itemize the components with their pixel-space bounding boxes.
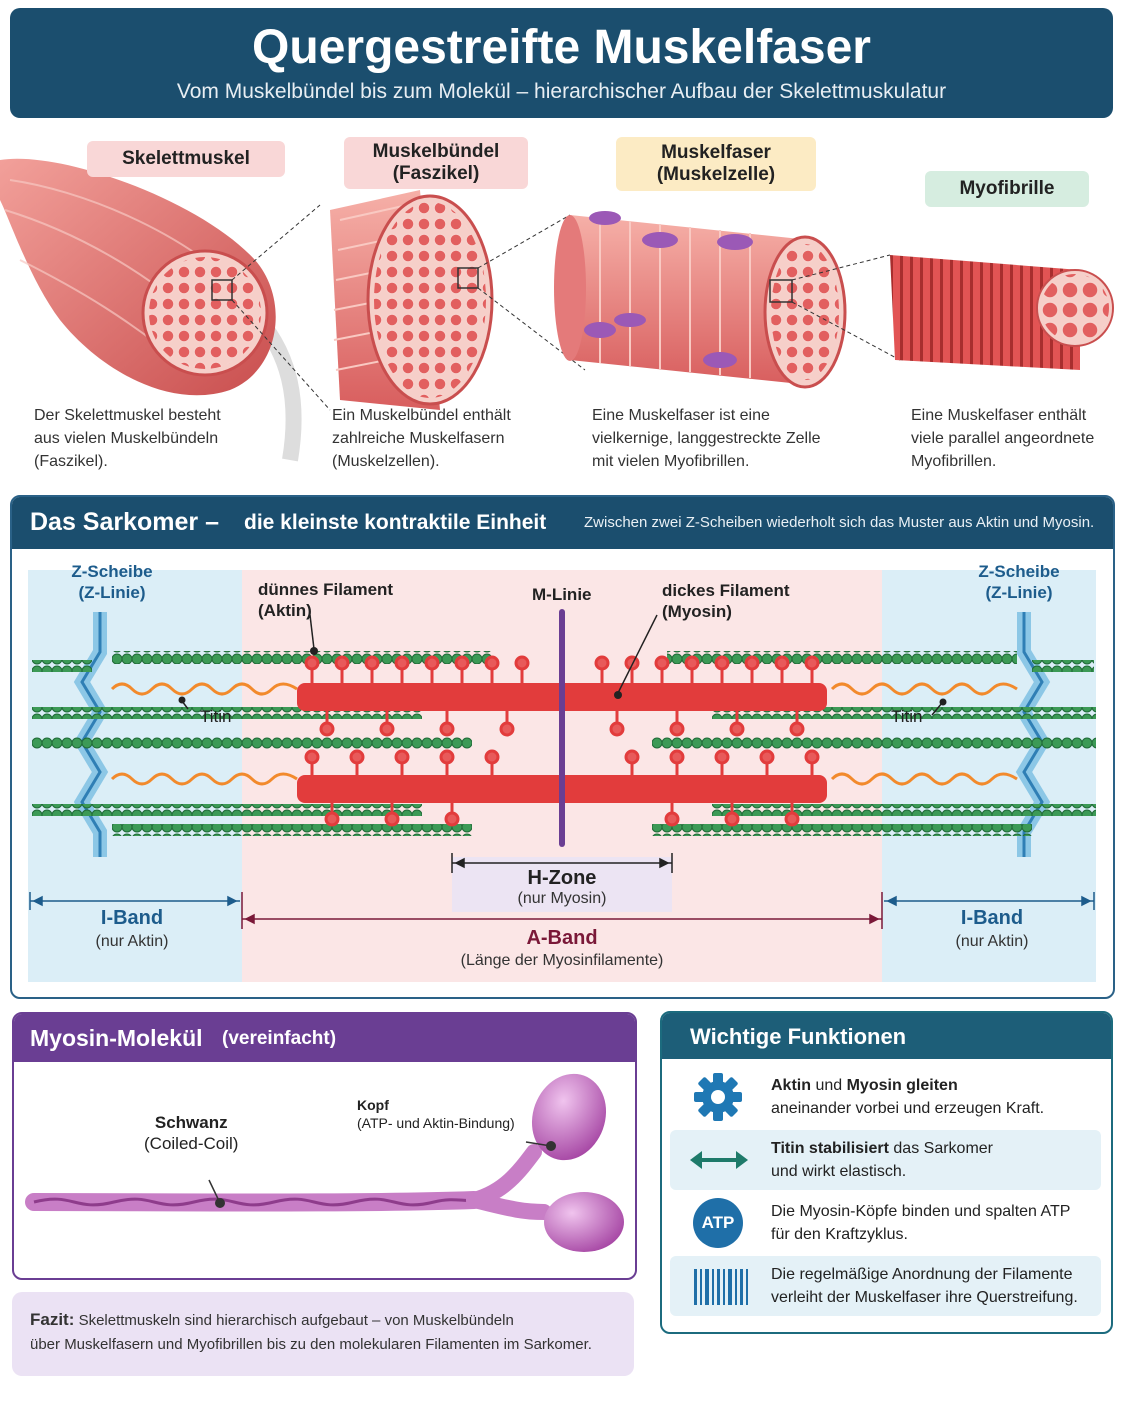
sarcomere-header: Das Sarkomer – die kleinste kontraktile …: [12, 497, 1113, 549]
thick-filament-label: dickes Filament(Myosin): [662, 581, 790, 621]
titin-spring: [110, 682, 298, 696]
functions-header: Wichtige Funktionen: [662, 1013, 1111, 1059]
z-disc-left-label: Z-Scheibe(Z-Linie): [71, 562, 153, 602]
functions-title: Wichtige Funktionen: [690, 1024, 907, 1049]
actin-filament: [652, 737, 1096, 749]
level-label-fascicle: Muskelbündel(Faszikel): [344, 137, 528, 189]
myosin-filament-top: [297, 655, 827, 737]
zoom-box-3: [769, 279, 793, 303]
zoom-box-2: [457, 267, 479, 289]
page-title: Quergestreifte Muskelfaser: [252, 21, 871, 74]
level-label-muscle-fiber: Muskelfaser(Muskelzelle): [616, 137, 816, 191]
actin-filament: [712, 804, 1096, 816]
h-zone-title: H-Zone: [527, 867, 597, 889]
actin-filament: [32, 804, 422, 816]
myosin-title: Myosin-Molekül: [30, 1025, 203, 1051]
myosin-title-suffix: (vereinfacht): [222, 1028, 337, 1049]
header-banner: Quergestreifte Muskelfaser Vom Muskelbün…: [10, 8, 1113, 118]
fazit-text: Fazit: Skelettmuskeln sind hierarchisch …: [30, 1310, 592, 1353]
actin-filament: [652, 824, 1032, 836]
z-disc-right-label: Z-Scheibe(Z-Linie): [978, 562, 1060, 602]
function-item: ATP Die Myosin-Köpfe binden und spalten …: [670, 1193, 1101, 1253]
myosin-head-upper: [531, 1073, 607, 1161]
titin-spring: [110, 772, 298, 786]
actin-filament: [112, 824, 472, 836]
hierarchy-illustration: [0, 158, 1114, 462]
titin-left-label: Titin: [200, 707, 232, 726]
sarcomere-note: Zwischen zwei Z-Scheiben wiederholt sich…: [584, 514, 1095, 531]
function-text: Aktin und Myosin gleiten aneinander vorb…: [771, 1077, 1045, 1117]
sarcomere-title: Das Sarkomer –: [30, 508, 220, 536]
fazit-box: Fazit: Skelettmuskeln sind hierarchisch …: [12, 1292, 634, 1376]
function-item: Titin stabilisiert das Sarkomer und wirk…: [670, 1130, 1101, 1190]
functions-panel: Wichtige Funktionen Aktin und Myosin gle…: [660, 1011, 1113, 1334]
nucleus: [589, 211, 621, 225]
sarcomere-subtitle: die kleinste kontraktile Einheit: [244, 511, 547, 534]
h-zone-bg: [452, 857, 672, 912]
z-disc-right: [1015, 612, 1051, 857]
titin-spring: [830, 772, 1018, 786]
myosin-head-lower: [544, 1192, 624, 1252]
myofibril-bundle: [890, 255, 1080, 370]
page-subtitle: Vom Muskelbündel bis zum Molekül – hiera…: [176, 80, 947, 103]
i-band-right-title: I-Band: [960, 907, 1024, 929]
z-disc-left: [73, 612, 109, 857]
sarcomere-panel: Das Sarkomer – die kleinste kontraktile …: [10, 495, 1115, 999]
a-band-title: A-Band: [526, 927, 598, 949]
zoom-box-1: [211, 279, 233, 301]
myosin-header: Myosin-Molekül (vereinfacht): [14, 1014, 635, 1062]
function-item: Aktin und Myosin gleiten aneinander vorb…: [670, 1067, 1101, 1127]
atp-icon: ATP: [693, 1198, 743, 1248]
myosin-tail-label: Schwanz(Coiled-Coil): [144, 1113, 239, 1153]
h-zone-sub: (nur Myosin): [517, 890, 607, 907]
level-label-skeletal-muscle: Skelettmuskel: [87, 141, 285, 177]
function-text: Titin stabilisiert das Sarkomer und wirk…: [771, 1140, 993, 1180]
i-band-right-sub: (nur Aktin): [955, 933, 1029, 950]
function-text: Die regelmäßige Anordnung der Filamente …: [771, 1266, 1078, 1306]
a-band-sub: (Länge der Myosinfilamente): [460, 952, 664, 969]
i-band-left-sub: (nur Aktin): [95, 933, 169, 950]
sarcomere-diagram: [29, 609, 1096, 929]
level-label-myofibril: Myofibrille: [925, 171, 1089, 207]
i-band-left-title: I-Band: [100, 907, 164, 929]
m-line: [559, 609, 565, 847]
actin-filament: [32, 737, 472, 749]
double-arrow-icon: [690, 1151, 748, 1169]
barcode-icon: [694, 1269, 748, 1305]
m-line-label: M-Linie: [532, 585, 592, 604]
titin-right-label: Titin: [891, 707, 923, 726]
myosin-tail: [25, 1191, 483, 1212]
thin-filament-label: dünnes Filament(Aktin): [258, 580, 394, 620]
myosin-head-label: Kopf(ATP- und Aktin-Bindung): [357, 1097, 515, 1131]
myosin-molecule: [25, 1073, 624, 1252]
myosin-filament-bottom: [297, 749, 827, 827]
titin-spring: [830, 682, 1018, 696]
function-text: Die Myosin-Köpfe binden und spalten ATP …: [771, 1203, 1071, 1243]
fazit-label: Fazit:: [30, 1310, 75, 1329]
gear-icon: [694, 1073, 742, 1121]
function-item: Die regelmäßige Anordnung der Filamente …: [670, 1256, 1101, 1316]
myosin-panel: Myosin-Molekül (vereinfacht) Schwanz(Coi…: [12, 1012, 637, 1280]
